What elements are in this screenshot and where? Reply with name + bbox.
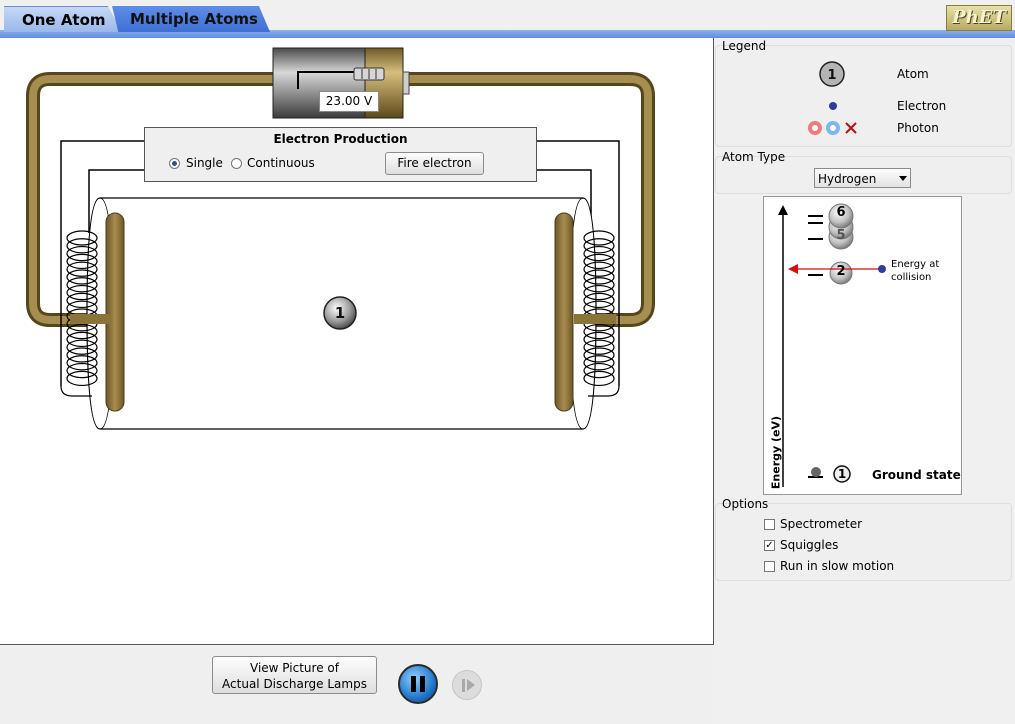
coil-loop [583,284,615,301]
legend-electron-label: Electron [897,99,947,113]
radio-continuous-label[interactable]: Continuous [247,156,315,170]
step-button[interactable] [452,670,482,700]
energy-level-6: 6 [836,205,846,220]
coil-loop [66,284,98,301]
coil-loop [583,355,615,371]
electron-production-title: Electron Production [273,132,408,146]
energy-level-2: 2 [836,264,846,279]
coil-loop [583,323,615,340]
atom-type-selected: Hydrogen [818,172,877,186]
energy-level-diagram: 6 5 2 1 Energy at collision Ground state… [763,196,962,495]
tab-underline [0,30,1015,38]
coil-loop [583,362,615,379]
energy-axis-label: Energy (eV) [769,415,783,490]
tab-multiple-atoms[interactable]: Multiple Atoms [112,6,270,32]
coil-loop [583,292,615,309]
coil-loop [583,269,615,285]
radio-continuous[interactable] [231,158,242,169]
coil-loop [583,253,615,270]
voltage-readout: 23.00 V [319,91,379,112]
collision-label-2: collision [891,272,932,283]
coil-loop [66,339,98,355]
legend-panel [715,45,1012,147]
coil-loop [583,331,615,348]
coil-loop [66,331,98,348]
coil-loop [66,238,98,254]
atom-level-label[interactable]: 1 [334,304,346,322]
coil-loop [66,277,98,293]
coil-loop [583,347,615,363]
coil-loop [66,347,98,363]
step-icon [462,679,476,693]
atom-type-title: Atom Type [722,150,786,164]
coil-loop [583,238,615,254]
coil-loop [66,253,98,270]
coil-loop [66,269,98,285]
spectrometer-checkbox[interactable] [764,519,775,530]
energy-level-1: 1 [837,467,847,481]
coil-loop [583,230,615,246]
coil-loop [583,339,615,355]
radio-single[interactable] [169,158,180,169]
coil-loop [66,362,98,379]
options-title: Options [722,497,769,511]
fire-electron-button[interactable]: Fire electron [385,152,484,175]
coil-loop [583,277,615,293]
atom-icon: 1 [819,61,845,87]
electron-icon [829,102,837,110]
pause-icon [411,676,425,692]
discharge-tube-apparatus [26,47,655,430]
coil-loop [66,370,98,387]
chevron-down-icon [899,176,907,181]
coil-loop [66,230,98,246]
play-area: 23.00 V 1 Electron Production Single Con… [0,38,714,645]
coil-loop [66,261,98,277]
coil-loop [66,323,98,340]
energy-level-5: 5 [836,228,846,243]
atom-type-select[interactable]: Hydrogen [814,168,911,188]
svg-text:1: 1 [827,68,836,83]
energy-diagram-graphics [778,203,886,487]
radio-single-label[interactable]: Single [186,156,223,170]
view-picture-line2: Actual Discharge Lamps [222,677,367,691]
legend-photon-label: Photon [897,121,939,135]
coil-loop [583,261,615,277]
photon-icon [808,121,857,135]
view-discharge-lamps-button[interactable]: View Picture of Actual Discharge Lamps [212,656,377,694]
view-picture-line1: View Picture of [250,661,339,675]
squiggles-checkbox[interactable]: ✓ [764,540,775,551]
coil-loop [66,245,98,262]
coil-loop [66,292,98,309]
coil-loop [583,370,615,387]
electron-production-panel: Electron Production Single Continuous Fi… [144,127,537,182]
spectrometer-label[interactable]: Spectrometer [780,517,863,531]
pause-button[interactable] [398,664,438,704]
squiggles-label[interactable]: Squiggles [780,538,839,552]
slow-motion-label[interactable]: Run in slow motion [780,559,895,573]
ground-state-label: Ground state [872,468,961,482]
collision-label-1: Energy at [891,259,940,270]
legend-title: Legend [722,39,767,53]
coil-loop [583,245,615,262]
slow-motion-checkbox[interactable] [764,561,775,572]
legend-atom-label: Atom [897,67,929,81]
tab-one-atom[interactable]: One Atom [4,6,122,32]
coil-loop [66,355,98,371]
phet-logo[interactable]: PhET [946,5,1012,31]
